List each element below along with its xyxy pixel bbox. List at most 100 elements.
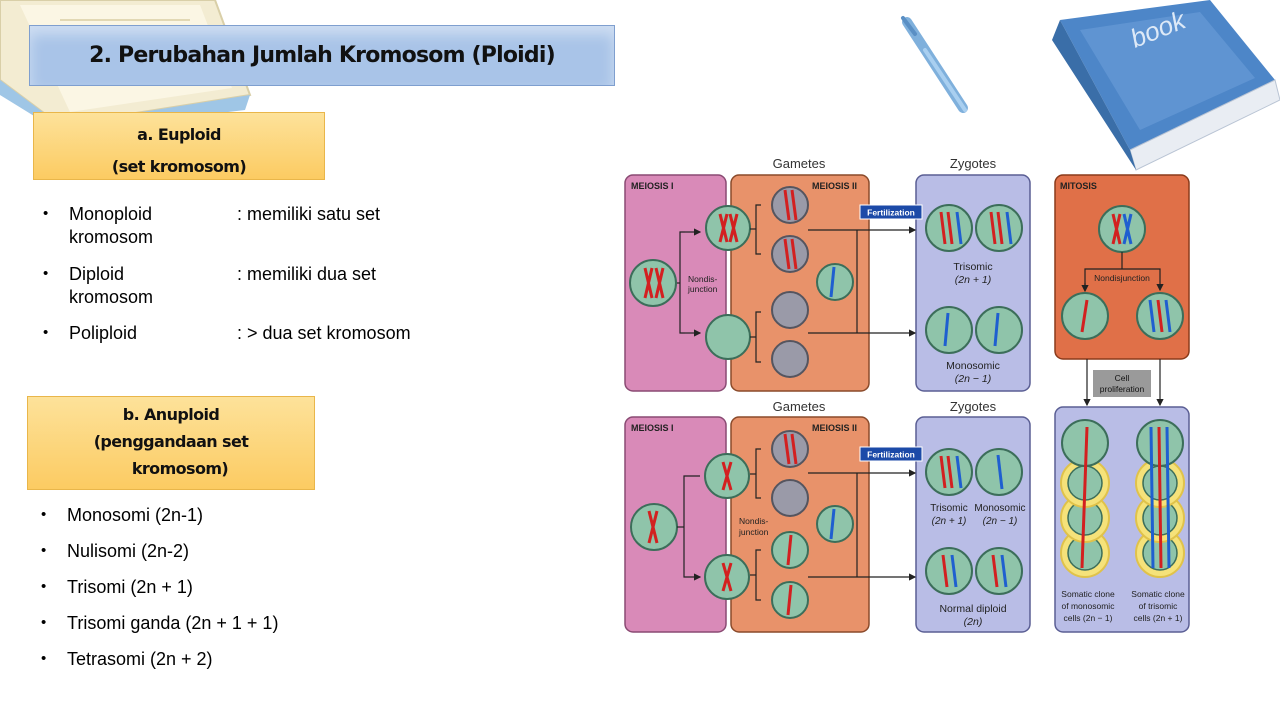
meiosis1-label: MEIOSIS I	[631, 423, 674, 433]
list-item: • Nulisomi (2n-2)	[41, 540, 361, 564]
somatic-clone-label: Somatic clone	[1131, 589, 1185, 599]
meiosis2-panel	[730, 416, 870, 633]
cell	[705, 205, 751, 251]
zygotes-label: Zygotes	[950, 399, 997, 414]
cell	[1098, 205, 1146, 253]
definition: : memiliki satu set	[237, 204, 381, 224]
mitosis-nondisjunction-label: Nondisjunction	[1094, 273, 1150, 283]
meiosis2-label: MEIOSIS II	[812, 181, 857, 191]
fountain-pen-icon	[901, 16, 968, 113]
trisomic-formula: (2n + 1)	[932, 516, 967, 527]
normal-diploid-formula: (2n)	[964, 616, 983, 628]
term: Poliploid	[69, 323, 138, 343]
list-item: • Poliploid : > dua set kromosom	[43, 322, 463, 346]
nondisjunction-diagram: Gametes Zygotes MEIOSIS I MEIOSIS II MIT…	[624, 156, 1190, 633]
bullet-icon: •	[43, 265, 49, 282]
list-item: • Tetrasomi (2n + 2)	[41, 648, 361, 672]
zygote-cell	[975, 547, 1023, 595]
cells-trisomic-label: cells (2n + 1)	[1134, 613, 1183, 623]
gametes-label: Gametes	[773, 156, 826, 171]
term: Diploid	[69, 264, 125, 284]
definition: : > dua set kromosom	[237, 323, 411, 343]
mitosis-label: MITOSIS	[1060, 181, 1097, 191]
blue-book-icon: book	[1052, 0, 1280, 171]
bullet-icon: •	[41, 650, 47, 667]
euploid-heading: a. Euploid	[137, 125, 221, 144]
meiosis2-panel	[730, 174, 870, 392]
trisomic-label: Trisomic	[953, 261, 992, 273]
monosomic-label: Monosomic	[974, 503, 1025, 514]
list-item: • Trisomi (2n + 1)	[41, 576, 361, 600]
gamete-cell	[771, 235, 809, 273]
monosomic-clone	[1060, 419, 1110, 578]
trisomic-formula: (2n + 1)	[955, 274, 991, 286]
aneuploid-heading-box: b. Anuploid (penggandaan set kromosom)	[27, 396, 315, 490]
list-item: • Diploid : memiliki dua set kromosom	[43, 263, 463, 309]
trisomic-label: Trisomic	[930, 503, 967, 514]
cell	[705, 314, 751, 360]
list-item-text: Nulisomi (2n-2)	[67, 541, 190, 561]
zygote-cell	[925, 547, 973, 595]
gamete-cell	[771, 430, 809, 468]
list-item-text: Tetrasomi (2n + 2)	[67, 649, 213, 669]
fertilization-badge	[859, 446, 923, 462]
zygote-cell	[975, 306, 1023, 354]
fertilization-label: Fertilization	[867, 208, 915, 218]
meiosis1-label: MEIOSIS I	[631, 181, 674, 191]
aneuploid-heading: b. Anuploid	[122, 405, 220, 424]
chromosome-red	[643, 267, 665, 299]
term: Monoploid	[69, 204, 153, 224]
zygote-cell	[925, 306, 973, 354]
sperm-cell	[816, 263, 854, 301]
nondisjunction-badge	[1089, 271, 1155, 283]
bullet-icon: •	[41, 506, 47, 523]
list-item-text: Trisomi (2n + 1)	[67, 577, 193, 597]
cell	[629, 259, 677, 307]
cell-proliferation-badge	[1093, 370, 1151, 397]
aneuploid-subheading: (penggandaan set	[93, 432, 249, 451]
monosomic-formula: (2n − 1)	[955, 373, 991, 385]
slide-title-box: 2. Perubahan Jumlah Kromosom (Ploidi)	[29, 25, 615, 86]
list-item-text: Monosomi (2n-1)	[67, 505, 204, 525]
bullet-icon: •	[41, 578, 47, 595]
aneuploid-subheading-cont: kromosom)	[131, 459, 229, 478]
bullet-icon: •	[43, 324, 49, 341]
nondisjunction-label-1: Nondis-	[688, 274, 717, 284]
monosomic-label: Monosomic	[946, 360, 1000, 372]
cell-proliferation-label-2: proliferation	[1100, 384, 1145, 394]
gamete-cell	[771, 291, 809, 329]
term-continued: kromosom	[69, 227, 154, 247]
list-item: • Monoploid : memiliki satu set kromosom	[43, 203, 463, 249]
chromosome-red	[718, 213, 739, 243]
gamete-cell	[771, 186, 809, 224]
bullet-icon: •	[41, 614, 47, 631]
list-item: • Monosomi (2n-1)	[41, 504, 361, 528]
meiosis2-label: MEIOSIS II	[812, 423, 857, 433]
sperm-cell	[816, 505, 854, 543]
somatic-clone-label: Somatic clone	[1061, 589, 1115, 599]
gametes-label: Gametes	[773, 399, 826, 414]
list-item-text: Trisomi ganda (2n + 1 + 1)	[67, 613, 279, 633]
nondisjunction-label-2: junction	[687, 284, 718, 294]
cell-proliferation-label-1: Cell	[1115, 373, 1130, 383]
bullet-icon: •	[41, 542, 47, 559]
trisomic-clone	[1135, 419, 1185, 578]
zygotes-label: Zygotes	[950, 156, 997, 171]
term-continued: kromosom	[69, 287, 154, 307]
euploid-subheading: (set kromosom)	[111, 157, 247, 176]
normal-diploid-label: Normal diploid	[939, 603, 1006, 615]
fertilization-badge	[859, 204, 923, 220]
list-item: • Trisomi ganda (2n + 1 + 1)	[41, 612, 361, 636]
gamete-cell	[771, 340, 809, 378]
nondisjunction-label-2: junction	[738, 527, 769, 537]
of-trisomic-label: of trisomic	[1139, 601, 1178, 611]
slide-title: 2. Perubahan Jumlah Kromosom (Ploidi)	[89, 43, 556, 68]
monosomic-formula: (2n − 1)	[983, 516, 1018, 527]
cells-monosomic-label: cells (2n − 1)	[1064, 613, 1113, 623]
gamete-cell	[771, 479, 809, 517]
definition: : memiliki dua set	[237, 264, 377, 284]
of-monosomic-label: of monosomic	[1062, 601, 1116, 611]
euploid-heading-box: a. Euploid (set kromosom)	[33, 112, 325, 180]
fertilization-label: Fertilization	[867, 450, 915, 460]
nondisjunction-label-1: Nondis-	[739, 516, 768, 526]
